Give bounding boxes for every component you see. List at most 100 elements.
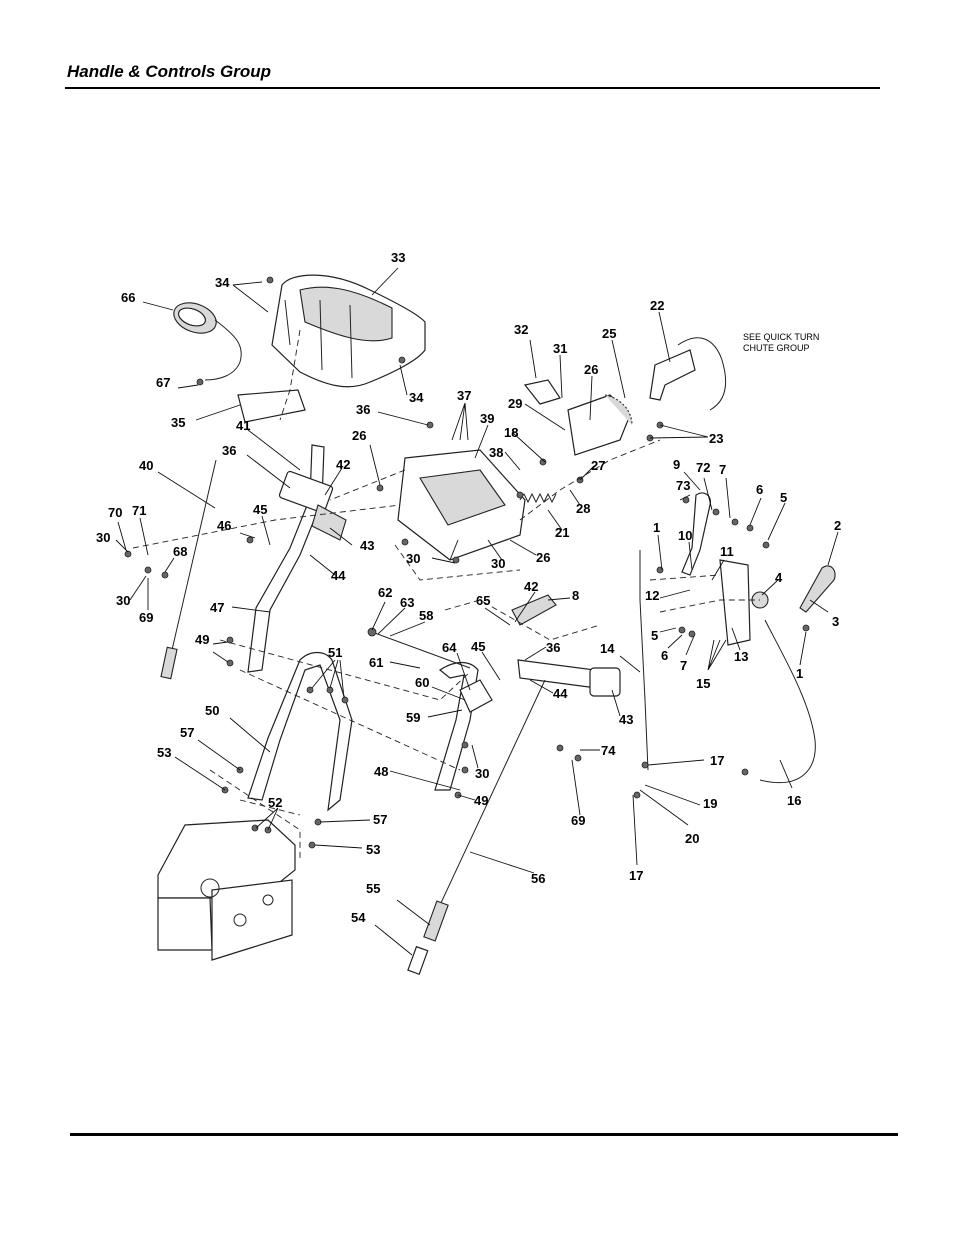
headlight-part <box>173 302 242 381</box>
callout-53: 53 <box>366 842 380 857</box>
callout-59: 59 <box>406 710 420 725</box>
quick-turn-bracket-part <box>649 337 727 411</box>
callout-70: 70 <box>108 505 122 520</box>
callout-2: 2 <box>834 518 841 533</box>
callout-labels: 33 34 66 34 67 35 36 41 26 36 42 40 70 7… <box>96 250 841 925</box>
callout-46: 46 <box>217 518 231 533</box>
callout-36: 36 <box>222 443 236 458</box>
callout-21: 21 <box>555 525 569 540</box>
callout-60: 60 <box>415 675 429 690</box>
callout-30: 30 <box>96 530 110 545</box>
callout-57: 57 <box>373 812 387 827</box>
console-box-part <box>397 449 526 561</box>
callout-44: 44 <box>331 568 346 583</box>
lower-handle-part <box>247 651 479 812</box>
callout-34: 34 <box>409 390 424 405</box>
callout-74: 74 <box>601 743 616 758</box>
page-title: Handle & Controls Group <box>67 62 271 81</box>
callout-10: 10 <box>678 528 692 543</box>
shift-lever-part <box>639 492 836 784</box>
callout-30: 30 <box>491 556 505 571</box>
callout-34: 34 <box>215 275 230 290</box>
frame-plates-part <box>157 819 296 961</box>
callout-67: 67 <box>156 375 170 390</box>
callout-35: 35 <box>171 415 185 430</box>
callout-53: 53 <box>157 745 171 760</box>
callout-69: 69 <box>139 610 153 625</box>
callout-25: 25 <box>602 326 616 341</box>
callout-69: 69 <box>571 813 585 828</box>
callout-20: 20 <box>685 831 699 846</box>
callout-42: 42 <box>336 457 350 472</box>
callout-27: 27 <box>591 458 605 473</box>
callout-28: 28 <box>576 501 590 516</box>
callout-43: 43 <box>619 712 633 727</box>
callout-26: 26 <box>536 550 550 565</box>
callout-40: 40 <box>139 458 153 473</box>
callout-36: 36 <box>546 640 560 655</box>
callout-32: 32 <box>514 322 528 337</box>
callout-4: 4 <box>775 570 783 585</box>
callout-5: 5 <box>780 490 787 505</box>
callout-29: 29 <box>508 396 522 411</box>
callout-12: 12 <box>645 588 659 603</box>
callout-64: 64 <box>442 640 457 655</box>
callout-68: 68 <box>173 544 187 559</box>
callout-22: 22 <box>650 298 664 313</box>
callout-62: 62 <box>378 585 392 600</box>
callout-72: 72 <box>696 460 710 475</box>
callout-56: 56 <box>531 871 545 886</box>
callout-19: 19 <box>703 796 717 811</box>
spring-part <box>519 492 557 504</box>
callout-26: 26 <box>352 428 366 443</box>
callout-33: 33 <box>391 250 405 265</box>
callout-57: 57 <box>180 725 194 740</box>
callout-31: 31 <box>553 341 567 356</box>
callout-38: 38 <box>489 445 503 460</box>
dash-panel-part <box>271 274 426 388</box>
long-rod-part <box>407 679 546 976</box>
upper-handle-left-part <box>247 444 347 673</box>
callout-61: 61 <box>369 655 383 670</box>
callout-51: 51 <box>328 645 342 660</box>
callout-73: 73 <box>676 478 690 493</box>
callout-63: 63 <box>400 595 414 610</box>
callout-41: 41 <box>236 418 250 433</box>
callout-45: 45 <box>253 502 267 517</box>
callout-55: 55 <box>366 881 380 896</box>
callout-7: 7 <box>719 462 726 477</box>
callout-52: 52 <box>268 795 282 810</box>
callout-1: 1 <box>796 666 803 681</box>
callout-16: 16 <box>787 793 801 808</box>
callout-6: 6 <box>661 648 668 663</box>
callout-39: 39 <box>480 411 494 426</box>
callout-18: 18 <box>504 425 518 440</box>
note-line-2: CHUTE GROUP <box>743 343 810 353</box>
dash-pad-part <box>237 389 306 423</box>
callout-44: 44 <box>553 686 568 701</box>
callout-5: 5 <box>651 628 658 643</box>
header-rule <box>65 87 880 89</box>
callout-23: 23 <box>709 431 723 446</box>
callout-26: 26 <box>584 362 598 377</box>
callout-1: 1 <box>653 520 660 535</box>
callout-6: 6 <box>756 482 763 497</box>
callout-42: 42 <box>524 579 538 594</box>
callout-49: 49 <box>474 793 488 808</box>
callout-66: 66 <box>121 290 135 305</box>
callout-3: 3 <box>832 614 839 629</box>
callout-30: 30 <box>475 766 489 781</box>
assembly-dashed-lines <box>132 329 760 860</box>
callout-58: 58 <box>419 608 433 623</box>
callout-47: 47 <box>210 600 224 615</box>
callout-13: 13 <box>734 649 748 664</box>
callout-37: 37 <box>457 388 471 403</box>
chute-crank-bracket-part <box>523 379 633 456</box>
rod-61-part <box>367 627 471 669</box>
hardware-fasteners <box>124 276 810 849</box>
footer-rule <box>70 1133 898 1136</box>
callout-48: 48 <box>374 764 388 779</box>
callout-43: 43 <box>360 538 374 553</box>
callout-36: 36 <box>356 402 370 417</box>
callout-71: 71 <box>132 503 146 518</box>
